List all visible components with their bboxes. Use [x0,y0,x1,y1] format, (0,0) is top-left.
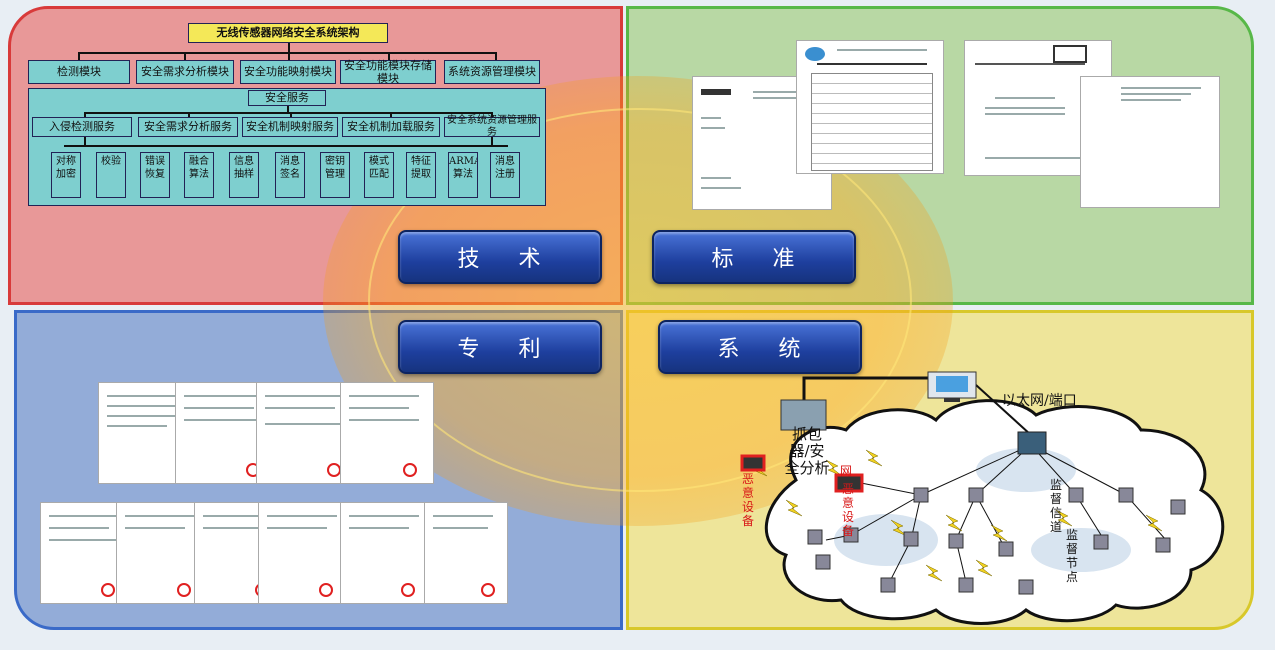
patent-doc-thumbnail [116,502,208,604]
net-label: 网 [840,464,853,478]
function-box: 密钥管理 [320,152,350,198]
system-network-diagram [740,371,1225,625]
patent-doc-thumbnail [340,382,434,484]
standard-doc-thumbnail [796,40,944,174]
function-box: ARMA算法 [448,152,478,198]
service-box: 安全机制加载服务 [342,117,440,137]
malicious-device-label: 恶意设备 [842,482,855,538]
service-box: 安全机制映射服务 [242,117,338,137]
standard-doc-thumbnail [1080,76,1220,208]
network-cloud [764,399,1225,625]
malicious-device-label: 恶意设备 [742,472,755,528]
ethernet-port-label: 以太网/端口 [1002,393,1077,409]
monitor-node-label: 监督节点 [1066,528,1079,584]
function-box: 错误恢复 [140,152,170,198]
module-box: 检测模块 [28,60,130,84]
center-halo-ring [368,108,912,492]
standard-button[interactable]: 标 准 [652,230,856,284]
diagram-title: 无线传感器网络安全系统架构 [188,23,388,43]
module-box: 安全功能映射模块 [240,60,336,84]
patent-doc-thumbnail [424,502,508,604]
patent-doc-thumbnail [340,502,432,604]
module-box: 安全需求分析模块 [136,60,234,84]
function-box: 融合算法 [184,152,214,198]
function-box: 消息注册 [490,152,520,198]
system-button[interactable]: 系 统 [658,320,862,374]
function-box: 特征提取 [406,152,436,198]
function-box: 消息签名 [275,152,305,198]
service-box: 入侵检测服务 [32,117,132,137]
module-box: 安全功能模块存储模块 [340,59,436,85]
function-box: 校验 [96,152,126,198]
patent-doc-thumbnail [258,502,352,604]
service-title: 安全服务 [248,90,326,106]
service-box: 安全系统资源管理服务 [444,115,540,138]
monitor-channel-label: 监督信道 [1050,478,1063,534]
function-box: 模式匹配 [364,152,394,198]
service-box: 安全需求分析服务 [138,117,238,137]
function-box: 信息抽样 [229,152,259,198]
tech-button[interactable]: 技 术 [398,230,602,284]
patent-button[interactable]: 专 利 [398,320,602,374]
module-box: 系统资源管理模块 [444,60,540,84]
function-box: 对称加密 [51,152,81,198]
sniffer-label: 抓包器/安全分析 [784,425,830,477]
